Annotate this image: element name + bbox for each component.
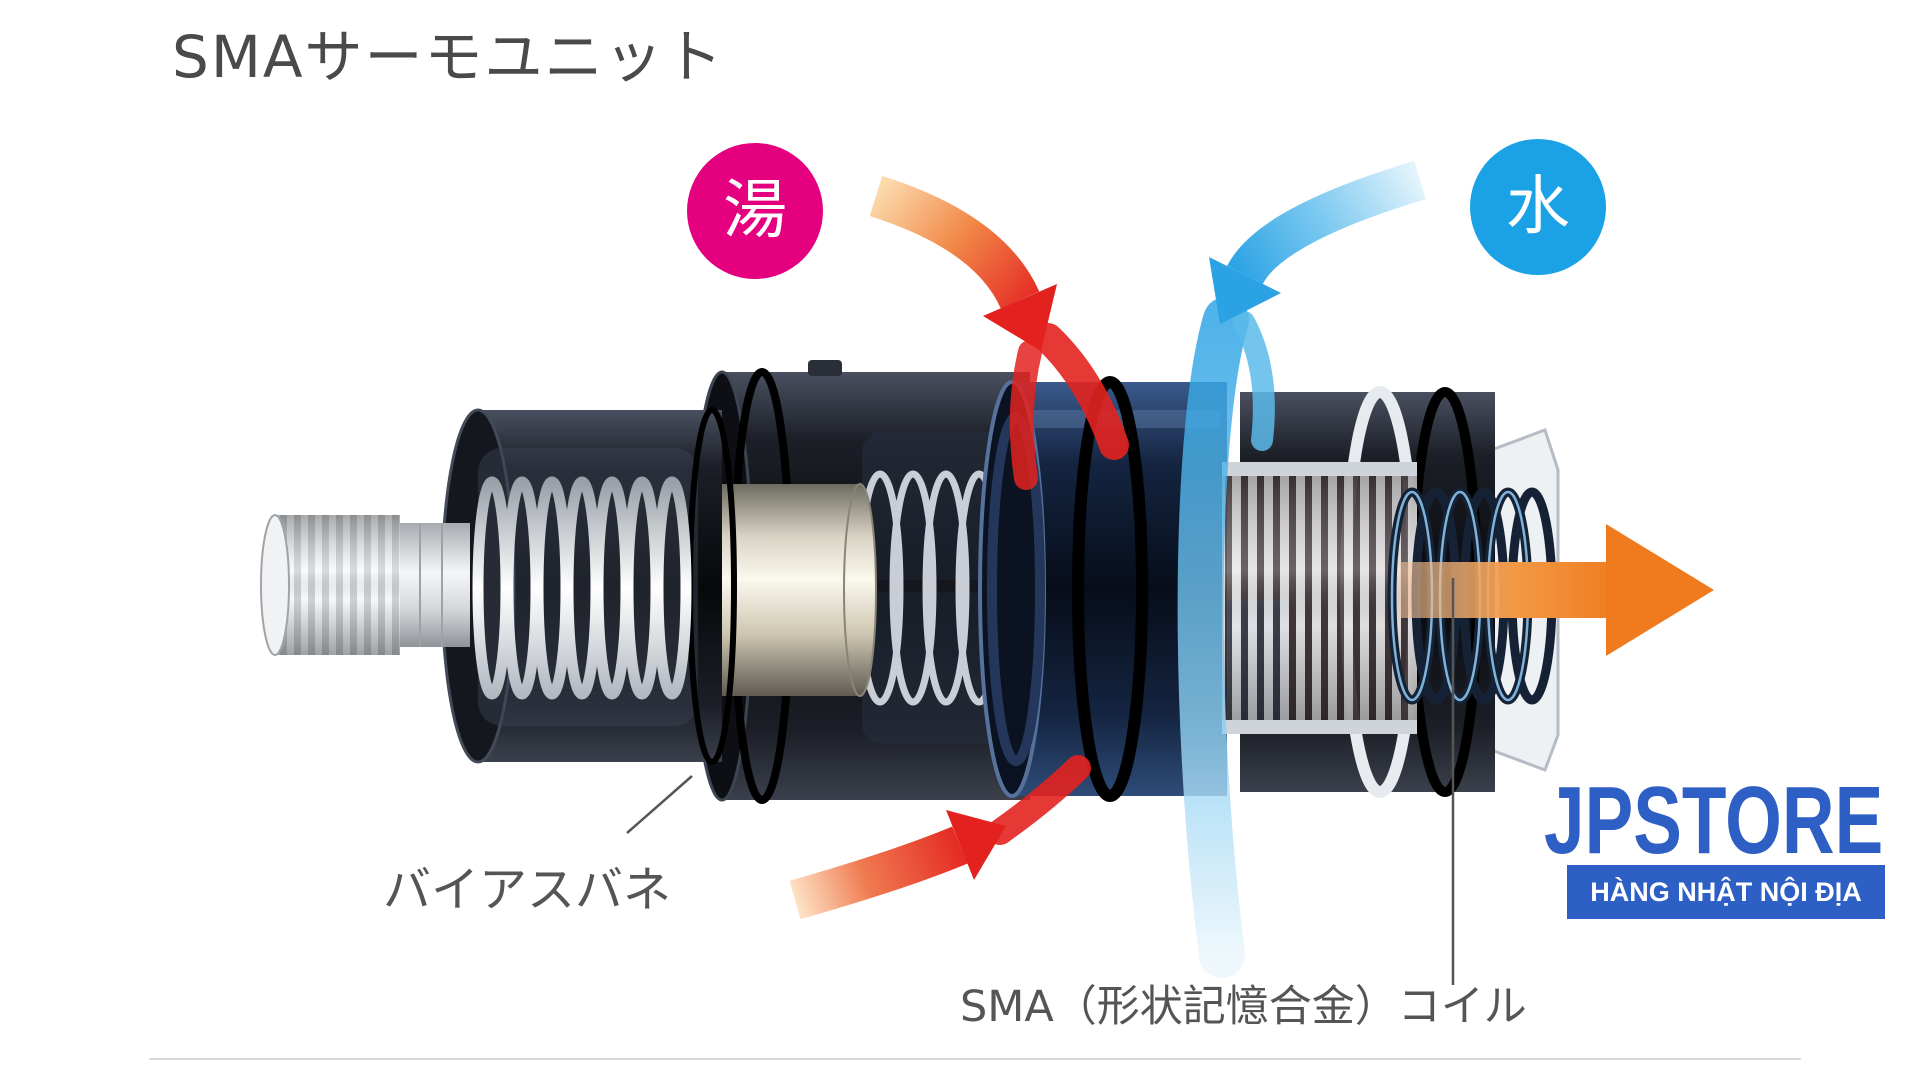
mixing-cage <box>1222 462 1417 734</box>
cold-water-stream <box>1233 311 1275 451</box>
hot-arrow-shaft <box>789 826 968 920</box>
cold-water-stream <box>1177 297 1249 978</box>
cage-shading <box>1222 462 1417 734</box>
stem-end <box>260 514 290 656</box>
bias-spring-leader-line <box>626 775 693 834</box>
cold-water-badge: 水 <box>1470 139 1606 275</box>
hot-water-badge-label: 湯 <box>723 174 787 248</box>
housing-tab <box>808 360 842 376</box>
bias-spring <box>472 476 692 700</box>
bias-spring-coil <box>652 476 692 700</box>
stem-neck <box>398 523 470 647</box>
cold-water-inflow-arrow <box>1209 160 1426 324</box>
seal-collar-band <box>1072 376 1148 802</box>
outflow-arrow-shaft <box>1400 562 1615 618</box>
cage-bottom-band <box>1222 720 1417 734</box>
hot-water-stream <box>1033 323 1129 460</box>
hot-arrow-head <box>946 810 1006 880</box>
valve-stem <box>260 514 470 656</box>
bias-spring-callout: バイアスバネ <box>383 862 672 918</box>
spring-coil <box>922 470 970 706</box>
seal-collar-highlight <box>1020 410 1220 428</box>
hot-water-inflow-arrow-top <box>869 175 1057 351</box>
cold-arrow-head <box>1209 257 1281 324</box>
hot-arrow-shaft <box>869 175 1040 310</box>
hot-water-badge: 湯 <box>687 143 823 279</box>
hot-water-inflow-arrow-bottom <box>789 810 1006 920</box>
valve-sleeve-end <box>843 483 877 697</box>
brand-logo: JPSTORE <box>1544 767 1884 874</box>
brand-tagline: HÀNG NHẬT NỘI ĐỊA <box>1567 865 1885 919</box>
cold-water-badge-label: 水 <box>1506 170 1570 244</box>
mixed-water-outflow-arrow <box>1400 524 1714 656</box>
cold-arrow-shaft <box>1227 160 1426 286</box>
spring-coil <box>889 470 937 706</box>
diagram-title: SMAサーモユニット <box>172 23 725 91</box>
outflow-arrow-head <box>1606 524 1714 656</box>
hot-water-stream <box>987 755 1091 845</box>
stem-shading <box>275 515 400 655</box>
footer-rule <box>149 1058 1801 1060</box>
sma-coil-callout: SMA（形状記憶合金）コイル <box>960 982 1527 1032</box>
hot-water-stream <box>1009 340 1042 490</box>
cage-top-band <box>1222 462 1417 476</box>
